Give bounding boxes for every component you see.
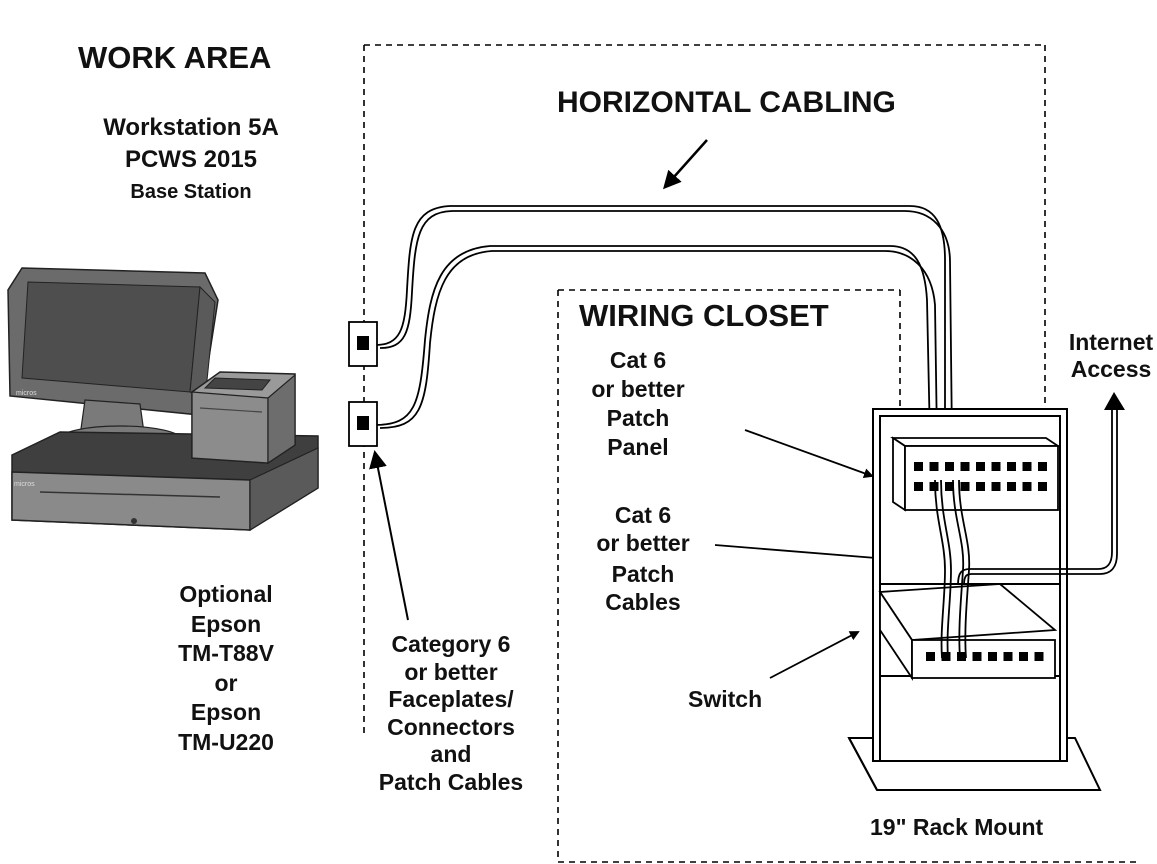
internet-uplink [957, 398, 1118, 586]
patch-port [945, 482, 954, 491]
patch-port [914, 462, 923, 471]
faceplate-top [348, 321, 378, 367]
switch-arrow [769, 631, 860, 679]
faceplates-line: or better [404, 658, 498, 685]
patch-port [1022, 482, 1032, 491]
rack-mount-label: 19" Rack Mount [870, 814, 1044, 840]
internet-line: Access [1070, 356, 1152, 382]
patch-cables-line: Cat 6 [614, 502, 672, 528]
faceplate-bottom [348, 401, 378, 447]
wiring-closet-boundary [557, 289, 1140, 863]
pos-terminal-icon [7, 267, 319, 532]
printer-option-line: TM-T88V [178, 640, 274, 666]
printer-option-line: Epson [190, 699, 262, 725]
work-area-boundary [363, 44, 1046, 735]
switch-label: Switch [688, 686, 763, 712]
patch-port [960, 462, 970, 471]
workstation-line: PCWS 2015 [124, 146, 258, 174]
horizontal-cables [374, 205, 953, 441]
patch-port [1007, 462, 1016, 471]
patch-panel-ports [914, 462, 1047, 491]
switch-port [988, 652, 997, 661]
patch-port [1007, 482, 1016, 491]
patch-cables-line: or better [596, 530, 690, 556]
patch-port [945, 462, 954, 471]
patch-port [929, 482, 939, 491]
horizontal-cabling-arrow [663, 139, 708, 190]
patch-panel-line: or better [591, 376, 685, 402]
patch-port [991, 482, 1001, 491]
faceplates-line: and [430, 741, 472, 767]
printer-options-label: Optional Epson TM-T88V or Epson TM-U220 [178, 580, 274, 757]
internet-line: Internet [1068, 329, 1154, 355]
patch-port [976, 462, 985, 471]
patch-port [1022, 462, 1032, 471]
faceplates-label: Category 6 or better Faceplates/ Connect… [379, 631, 523, 796]
receipt-printer-icon [191, 371, 296, 465]
patch-port [914, 482, 923, 491]
workstation-line: Base Station [130, 180, 252, 203]
switch-port [1034, 652, 1044, 661]
workstation-label: Workstation 5A PCWS 2015 Base Station [103, 114, 279, 204]
internet-arrow-icon [1104, 392, 1125, 410]
patch-panel-line: Panel [607, 434, 669, 460]
faceplates-line: Connectors [387, 713, 515, 740]
patch-panel-arrow [744, 429, 874, 478]
patch-port [991, 462, 1001, 471]
patch-panel-label: Cat 6 or better Patch Panel [591, 346, 684, 462]
faceplates-line: Patch Cables [378, 768, 524, 795]
printer-option-line: TM-U220 [178, 728, 274, 755]
patch-panel [890, 436, 1061, 512]
switch-port [941, 652, 951, 661]
patch-port [1038, 462, 1047, 471]
internet-access-label: Internet Access [1069, 329, 1153, 383]
patch-port [929, 462, 939, 471]
switch-ports [926, 652, 1044, 661]
patch-port [1038, 482, 1047, 491]
network-switch [878, 583, 1058, 681]
printer-option-line: Epson [190, 610, 262, 637]
drawer-brand: micros [14, 481, 35, 488]
printer-option-line: or [214, 669, 238, 696]
switch-port [957, 652, 966, 661]
horizontal-cabling-title: HORIZONTAL CABLING [557, 86, 896, 119]
patch-cables-label: Cat 6 or better Patch Cables [596, 501, 689, 616]
patch-port [960, 482, 970, 491]
work-area-title: WORK AREA [78, 40, 272, 75]
workstation-line: Workstation 5A [103, 114, 279, 141]
terminal-brand: micros [16, 390, 37, 397]
wiring-closet-title: WIRING CLOSET [579, 298, 829, 333]
patch-panel-line: Cat 6 [609, 347, 667, 373]
patch-cables-line: Patch [611, 561, 675, 587]
switch-port [926, 652, 935, 661]
faceplates-line: Category 6 [391, 631, 511, 657]
faceplates-line: Faceplates/ [388, 686, 514, 712]
printer-option-line: Optional [179, 581, 273, 607]
switch-port [972, 652, 982, 661]
patch-port [976, 482, 985, 491]
patch-panel-line: Patch [606, 405, 670, 431]
switch-port [1019, 652, 1028, 661]
patch-cables-line: Cables [605, 589, 681, 615]
faceplate-arrow [369, 450, 409, 621]
switch-port [1003, 652, 1013, 661]
